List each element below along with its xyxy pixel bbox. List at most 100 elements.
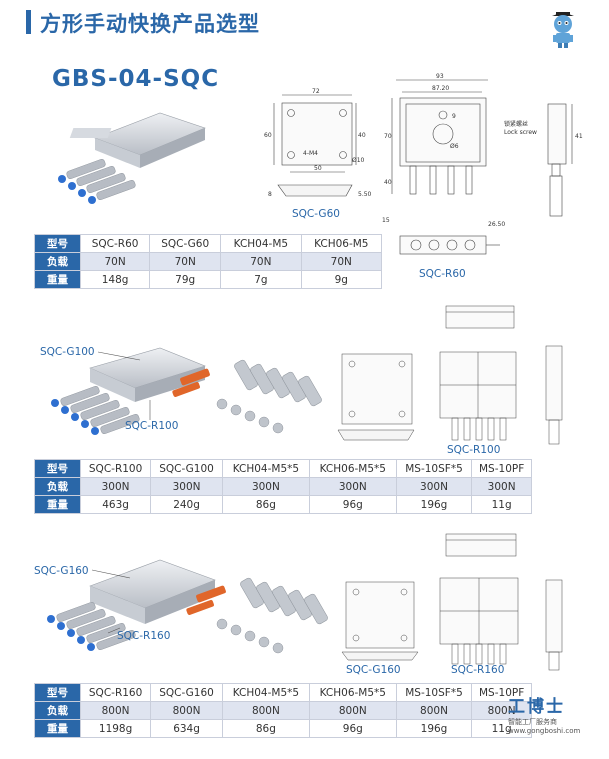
- sqc160-drawings: [341, 533, 563, 671]
- watermark-url: www.gongboshi.com: [508, 727, 581, 735]
- table-cell: 300N: [395, 477, 473, 496]
- table-cell: 800N: [308, 701, 397, 720]
- dim-550: 5.50: [358, 191, 372, 198]
- table-cell: SQC-R60: [79, 234, 151, 253]
- page-title: 方形手动快换产品选型: [40, 12, 260, 36]
- dim-m4: 4-M4: [303, 150, 318, 157]
- dim-60: 60: [264, 132, 272, 139]
- watermark: 工博士 智能工厂服务商 www.gongboshi.com: [508, 692, 580, 735]
- table-cell: SQC-R160: [79, 683, 152, 702]
- watermark-logo: 工博士: [508, 697, 565, 717]
- dim-9: 9: [452, 113, 456, 120]
- sqc60-product-photo: [58, 112, 206, 204]
- row-label: 负载: [34, 701, 81, 720]
- table-cell: 86g: [221, 719, 310, 738]
- row-label: 重量: [34, 495, 81, 514]
- dim-70: 70: [384, 133, 392, 140]
- callout-sqc-r100-drawing: SQC-R100: [447, 444, 501, 456]
- model-heading: GBS-04-SQC: [52, 66, 220, 92]
- table-cell: 240g: [150, 495, 223, 514]
- table-cell: 800N: [471, 701, 532, 720]
- table-cell: 463g: [79, 495, 152, 514]
- table-cell: 300N: [221, 477, 310, 496]
- table-cell: 9g: [300, 270, 383, 289]
- dim-phi10: Ø10: [352, 157, 365, 164]
- table-cell: MS-10SF*5: [395, 459, 473, 478]
- table-cell: 800N: [79, 701, 152, 720]
- table-cell: SQC-G60: [149, 234, 222, 253]
- table-cell: 70N: [300, 252, 383, 271]
- dim-2650: 26.50: [488, 221, 505, 228]
- dim-8720: 87.20: [432, 85, 449, 92]
- table-cell: 300N: [308, 477, 397, 496]
- table-cell: 800N: [150, 701, 223, 720]
- table-cell: 79g: [149, 270, 222, 289]
- lock-screw-en: Lock screw: [504, 129, 537, 136]
- table-cell: SQC-G100: [150, 459, 223, 478]
- table-cell: 148g: [79, 270, 151, 289]
- table-cell: 11g: [471, 719, 532, 738]
- dim-93: 93: [436, 73, 444, 80]
- table-cell: 96g: [308, 719, 397, 738]
- table-cell: 800N: [395, 701, 473, 720]
- dim-phi6: Ø6: [450, 143, 459, 150]
- table-cell: 300N: [150, 477, 223, 496]
- sqc100-drawings: [337, 305, 563, 445]
- sqc160-product-photo: [47, 559, 328, 654]
- row-label: 负载: [34, 477, 81, 496]
- watermark-subtitle: 智能工厂服务商: [508, 718, 557, 726]
- table-cell: 70N: [79, 252, 151, 271]
- dim-40: 40: [358, 132, 366, 139]
- robot-mascot-icon: [552, 12, 574, 48]
- sqc-r60-drawing: [399, 235, 500, 255]
- callout-sqc-g160: SQC-G160: [34, 565, 89, 577]
- table-cell: 11g: [471, 495, 532, 514]
- table-cell: 86g: [221, 495, 310, 514]
- dim-40b: 40: [384, 179, 392, 186]
- table-cell: KCH06-M5*5: [308, 459, 397, 478]
- callout-sqc-g160-drawing: SQC-G160: [346, 664, 401, 676]
- callout-sqc-r100: SQC-R100: [125, 420, 179, 432]
- sqc-front-drawing: [391, 79, 573, 217]
- dim-72: 72: [312, 88, 320, 95]
- callout-sqc-g100: SQC-G100: [40, 346, 95, 358]
- table-cell: 300N: [471, 477, 532, 496]
- sqc-g60-drawing: [273, 94, 357, 197]
- callout-leaders: [91, 351, 151, 634]
- row-label: 负载: [34, 252, 81, 271]
- table-cell: MS-10PF: [471, 459, 532, 478]
- table-cell: KCH06-M5: [300, 234, 383, 253]
- table-cell: 96g: [308, 495, 397, 514]
- callout-sqc-r160-drawing: SQC-R160: [451, 664, 505, 676]
- table-cell: SQC-G160: [150, 683, 223, 702]
- table-cell: 70N: [149, 252, 222, 271]
- callout-sqc-r160: SQC-R160: [117, 630, 171, 642]
- row-label: 重量: [34, 719, 81, 738]
- table-cell: 196g: [395, 495, 473, 514]
- row-label: 重量: [34, 270, 81, 289]
- dim-50: 50: [314, 165, 322, 172]
- table-cell: 1198g: [79, 719, 152, 738]
- dim-8: 8: [268, 191, 272, 198]
- dim-15: 15: [382, 217, 390, 224]
- table-cell: 196g: [395, 719, 473, 738]
- table-cell: 634g: [150, 719, 223, 738]
- callout-sqc-g60: SQC-G60: [292, 208, 340, 220]
- table-cell: 300N: [79, 477, 152, 496]
- table-cell: KCH04-M5: [220, 234, 302, 253]
- table-cell: 800N: [221, 701, 310, 720]
- title-accent-bar: [26, 10, 31, 34]
- row-label: 型号: [34, 459, 81, 478]
